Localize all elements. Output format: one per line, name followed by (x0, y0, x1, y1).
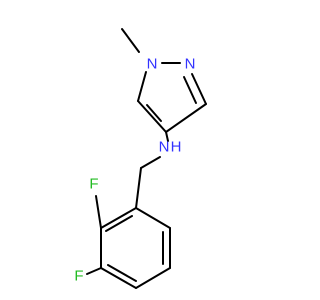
bond-c3b-f2 (86, 267, 102, 275)
bond-n2-c3-inner (183, 76, 197, 104)
atom-label-nh-h: H (171, 139, 182, 156)
bond-c1-c2-inner (105, 215, 133, 232)
bond-c6b-c1 (135, 207, 171, 229)
bond-c5-n1 (137, 71, 147, 102)
atom-label-n1: N (147, 56, 158, 73)
atom-label-f2: F (74, 268, 83, 285)
structure-drawing: N N N H F F (74, 28, 207, 289)
molecule-diagram: N N N H F F (74, 28, 207, 289)
bond-methyl-n1 (121, 28, 140, 53)
bond-c4-c5 (137, 100, 167, 133)
bond-c4b-c5b (135, 267, 171, 289)
bond-n2-c3 (191, 73, 207, 105)
bond-c1-c2 (100, 207, 137, 229)
atom-label-n2: N (185, 56, 196, 73)
bond-c4-c5-inner (146, 104, 162, 122)
bond-c3-c4 (165, 103, 207, 133)
bond-ch2-c1 (135, 167, 142, 209)
bond-c3b-c4b (100, 267, 137, 289)
bond-c4-nh (165, 131, 169, 142)
bond-c3b-c4b-inner (107, 264, 137, 282)
atom-label-nh-n: N (159, 139, 170, 156)
atom-label-f1: F (89, 176, 98, 193)
bond-nh-ch2 (140, 156, 161, 169)
bond-c2-f1 (95, 195, 102, 229)
